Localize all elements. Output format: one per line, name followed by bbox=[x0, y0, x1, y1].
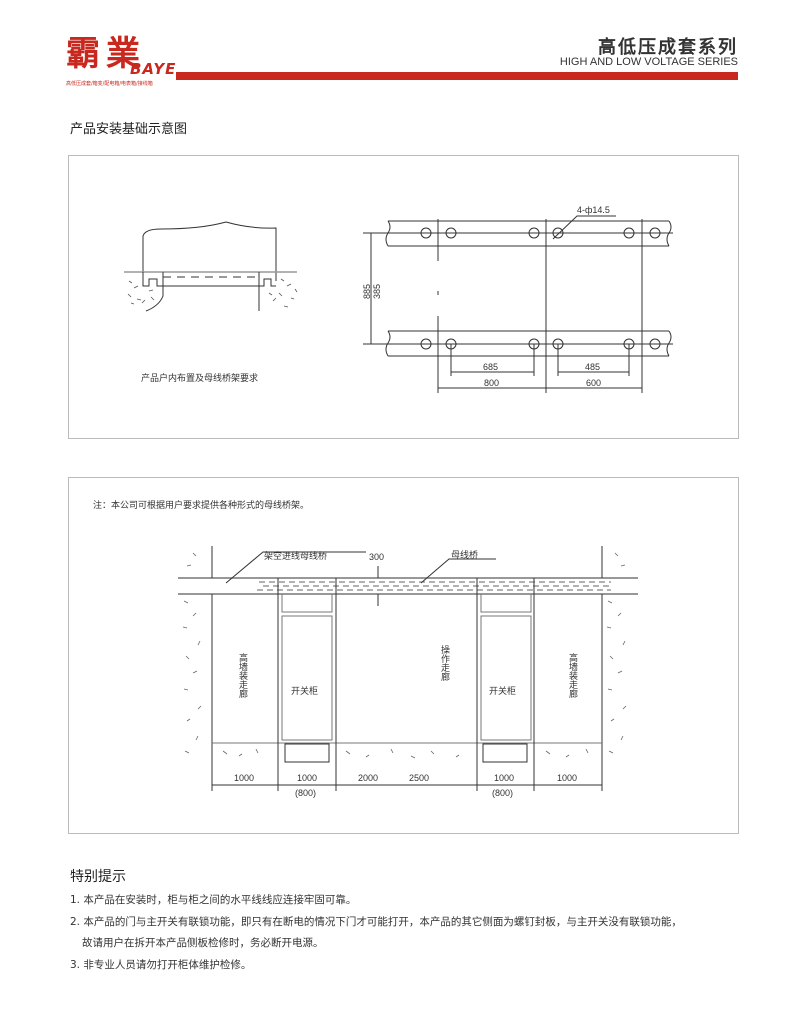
corridor-left-label: 高墙装走廊 bbox=[238, 652, 248, 699]
overhead-bridge-label: 架空进线母线桥 bbox=[264, 550, 327, 561]
bridge-label: 母线桥 bbox=[451, 549, 478, 560]
subdim-cabinet-right: (800) bbox=[492, 788, 513, 798]
logo-cn: 霸業 bbox=[66, 34, 146, 74]
room-layout-drawing: 注：本公司可根据用户要求提供各种形式的母线桥架。 bbox=[93, 499, 638, 798]
hole-spec-label: 4-ф14.5 bbox=[577, 205, 610, 215]
foundation-drawing: 产品户内布置及母线桥架要求 bbox=[124, 205, 673, 393]
header-title-en: HIGH AND LOW VOLTAGE SERIES bbox=[559, 56, 738, 68]
busbar-bridge-panel: 注：本公司可根据用户要求提供各种形式的母线桥架。 bbox=[68, 477, 739, 834]
tip-item: 3. 非专业人员请勿打开柜体维护检修。 bbox=[70, 959, 252, 971]
dim-corridor-left: 1000 bbox=[234, 773, 254, 783]
subdim-cabinet-left: (800) bbox=[295, 788, 316, 798]
bridge-note: 注：本公司可根据用户要求提供各种形式的母线桥架。 bbox=[93, 499, 309, 510]
dim-885: 885 bbox=[362, 284, 372, 299]
tip-item: 1. 本产品在安装时，柜与柜之间的水平线线应连接牢固可靠。 bbox=[70, 894, 357, 906]
dim-operation-max: 2500 bbox=[409, 773, 429, 783]
brand-logo: 霸業 BAYE 高低压成套/箱变/配电箱/电表箱/接线箱 bbox=[66, 34, 175, 87]
dim-corridor-right: 1000 bbox=[557, 773, 577, 783]
height-dim-300: 300 bbox=[369, 552, 384, 562]
tip-item: 故请用户在拆开本产品侧板检修时，务必断开电源。 bbox=[82, 937, 324, 949]
dim-385: 385 bbox=[372, 284, 382, 299]
cabinet-left-label: 开关柜 bbox=[291, 685, 318, 696]
indoor-layout-caption: 产品户内布置及母线桥架要求 bbox=[141, 372, 258, 383]
tips-title: 特别提示 bbox=[70, 869, 126, 885]
base-rail-plan bbox=[363, 215, 673, 393]
dim-600: 600 bbox=[586, 378, 601, 388]
logo-en: BAYE bbox=[130, 60, 177, 78]
operation-corridor-label: 操作走廊 bbox=[440, 644, 450, 682]
indoor-layout-drawing bbox=[124, 221, 298, 312]
dim-cabinet-right: 1000 bbox=[494, 773, 514, 783]
installation-diagram-panel: 产品户内布置及母线桥架要求 bbox=[68, 155, 739, 439]
cabinet-right-label: 开关柜 bbox=[489, 685, 516, 696]
busbar-hatch bbox=[257, 581, 611, 591]
corridor-right-label: 高墙装走廊 bbox=[568, 652, 578, 699]
header-title-cn: 高低压成套系列 bbox=[598, 37, 738, 58]
dim-operation-min: 2000 bbox=[358, 773, 378, 783]
tip-item: 2. 本产品的门与主开关有联锁功能，即只有在断电的情况下门才可能打开，本产品的其… bbox=[70, 916, 682, 928]
dim-685: 685 bbox=[483, 362, 498, 372]
dim-485: 485 bbox=[585, 362, 600, 372]
dim-cabinet-left: 1000 bbox=[297, 773, 317, 783]
header-red-bar bbox=[176, 72, 738, 80]
section-title: 产品安装基础示意图 bbox=[70, 122, 188, 137]
logo-subtitle: 高低压成套/箱变/配电箱/电表箱/接线箱 bbox=[66, 81, 153, 87]
dim-800: 800 bbox=[484, 378, 499, 388]
earth-hatch bbox=[182, 552, 627, 759]
